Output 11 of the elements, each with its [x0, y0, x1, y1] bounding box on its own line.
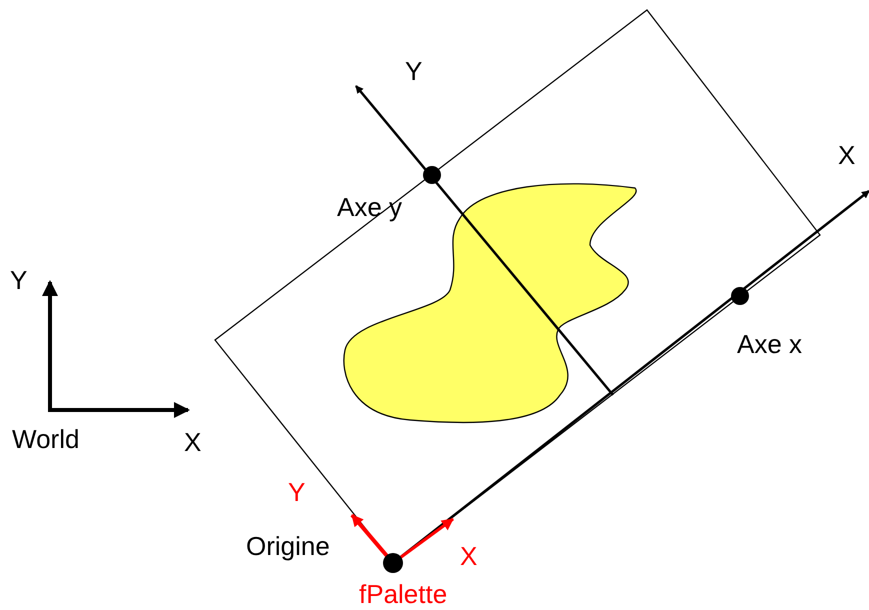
axis-label: Axe x — [737, 331, 802, 357]
axis-label: World — [12, 426, 80, 452]
axis-label: Y — [10, 267, 28, 293]
axis-label: X — [184, 429, 202, 455]
axis-label: Origine — [246, 533, 330, 559]
axis-label: Y — [405, 58, 422, 84]
axis-label: Y — [288, 479, 306, 505]
axis-label: Axe y — [337, 194, 402, 220]
axis-label: X — [838, 142, 856, 168]
axis-label: fPalette — [359, 581, 448, 607]
axis-label: X — [460, 543, 478, 569]
